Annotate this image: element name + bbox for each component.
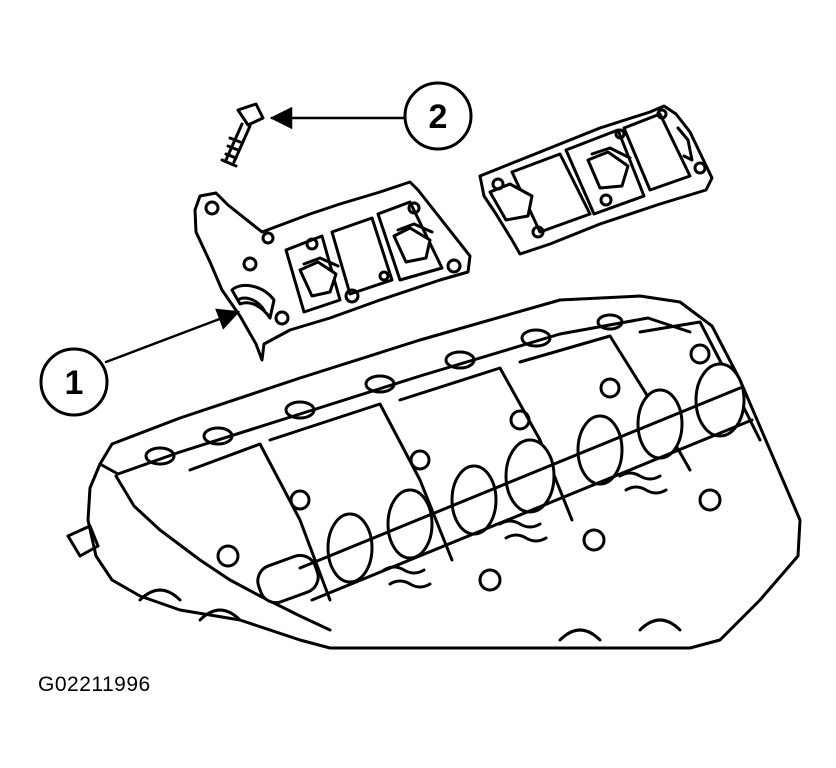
left-bearing-cap-assembly [193, 180, 472, 362]
callout-2-label: 2 [429, 98, 448, 136]
cylinder-head [66, 294, 802, 650]
right-bearing-cap-assembly [478, 104, 714, 256]
figure-code: G02211996 [38, 673, 151, 696]
callout-1-label: 1 [65, 364, 84, 402]
callout-2: 2 [403, 81, 473, 151]
callout-1: 1 [39, 347, 109, 417]
bolt-illustration [220, 102, 265, 168]
callout-1-leader [104, 308, 241, 364]
